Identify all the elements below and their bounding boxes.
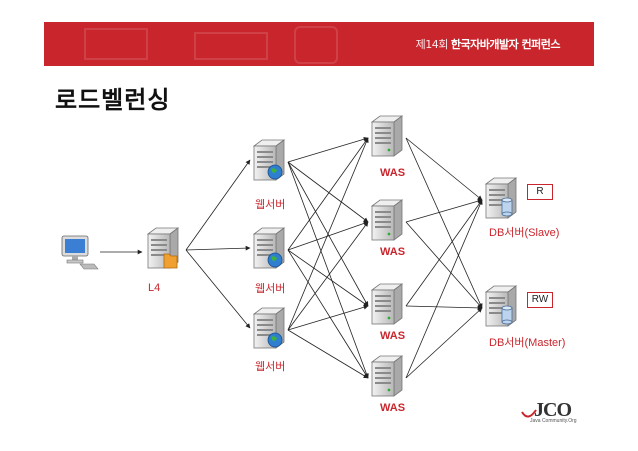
- connection-arrow: [185, 245, 251, 251]
- connection-arrow: [287, 249, 369, 379]
- connection-arrow: [185, 249, 251, 329]
- l4-label: L4: [148, 282, 161, 294]
- diagram-nodes: [61, 115, 537, 418]
- web-server-icon: [252, 227, 286, 269]
- read-tag: R: [527, 184, 553, 200]
- database-server-icon: [484, 177, 518, 219]
- connection-arrow: [287, 137, 369, 251]
- banner-decoration: [294, 26, 338, 64]
- connection-arrow: [287, 137, 369, 331]
- l4-switch-icon: [146, 227, 180, 269]
- connection-arrow: [287, 249, 369, 307]
- database-server-icon: [484, 285, 518, 327]
- was-server-icon: [370, 115, 404, 157]
- connection-arrow: [287, 161, 369, 223]
- connection-arrow: [287, 221, 369, 331]
- page-title: 로드벨런싱: [55, 86, 171, 114]
- connection-arrow: [405, 199, 483, 379]
- banner-decoration: [194, 32, 268, 60]
- connection-arrow: [185, 159, 251, 251]
- jco-logo-subtitle: Java Community.Org: [530, 418, 577, 424]
- banner-title: 제14회 한국자바개발자 컨퍼런스: [415, 38, 561, 51]
- web-server-label: 웹서버: [255, 361, 286, 373]
- web-server-icon: [252, 307, 286, 349]
- connection-arrow: [405, 137, 483, 201]
- jco-logo-mark: [521, 409, 537, 418]
- conference-banner: 제14회 한국자바개발자 컨퍼런스: [44, 22, 594, 66]
- connection-arrow: [287, 329, 369, 379]
- connection-arrow: [405, 137, 483, 309]
- connection-arrow: [287, 304, 369, 331]
- connection-arrow: [405, 199, 483, 307]
- connection-arrow: [405, 305, 483, 311]
- was-server-icon: [370, 355, 404, 397]
- connection-arrow: [405, 198, 483, 223]
- was-server-icon: [370, 199, 404, 241]
- was-label: WAS: [380, 246, 406, 258]
- connection-arrow: [287, 221, 369, 251]
- connection-arrow: [405, 307, 483, 379]
- was-label: WAS: [380, 330, 406, 342]
- was-label: WAS: [380, 167, 406, 179]
- banner-decoration: [84, 28, 148, 60]
- folder-icon: [163, 253, 178, 269]
- was-server-icon: [370, 283, 404, 325]
- web-server-label: 웹서버: [255, 283, 286, 295]
- connection-arrow: [405, 221, 483, 309]
- connection-arrow: [287, 161, 369, 379]
- web-server-label: 웹서버: [255, 199, 286, 211]
- connection-arrow: [287, 136, 369, 163]
- was-label: WAS: [380, 402, 406, 414]
- desktop-computer-icon: [61, 235, 99, 270]
- read-write-tag: RW: [527, 292, 553, 308]
- db-slave-label: DB서버(Slave): [489, 227, 560, 239]
- web-server-icon: [252, 139, 286, 181]
- db-master-label: DB서버(Master): [489, 337, 566, 349]
- connection-lines: [100, 136, 483, 379]
- jco-logo: JCO: [534, 399, 572, 421]
